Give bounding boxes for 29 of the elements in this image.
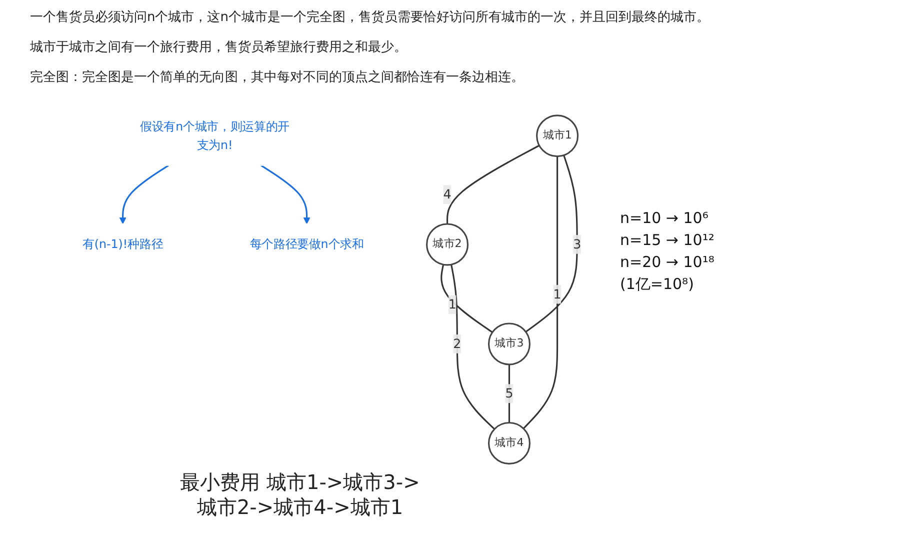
handwritten-note: n=15 → 10¹² bbox=[620, 231, 714, 249]
connector bbox=[446, 144, 540, 224]
edge-label: 4 bbox=[443, 186, 452, 202]
handwritten-note: (1亿=10⁸) bbox=[620, 275, 695, 294]
arrow bbox=[119, 164, 169, 224]
edge-label: 5 bbox=[505, 386, 514, 401]
paragraph: 城市于城市之间有一个旅行费用，售货员希望旅行费用之和最少。 bbox=[30, 39, 408, 56]
arrow bbox=[260, 164, 310, 224]
node-text: 假设有n个城市，则运算的开支为n! bbox=[140, 120, 290, 152]
node-circle: 城市3 bbox=[488, 322, 530, 366]
node-text: 每个路径要做n个求和 bbox=[250, 237, 364, 252]
paragraph: 一个售货员必须访问n个城市，这n个城市是一个完全图，售货员需要恰好访问所有城市的一次，并且回到最终的城市。 bbox=[30, 9, 710, 26]
connector bbox=[440, 264, 493, 333]
node-circle: 城市2 bbox=[426, 223, 469, 266]
handwritten-note: n=20 → 10¹⁸ bbox=[620, 253, 714, 271]
caption: 最小费用 城市1->城市3->城市2->城市4->城市1 bbox=[180, 470, 420, 520]
node-circle: 城市4 bbox=[488, 422, 530, 464]
connector bbox=[508, 364, 510, 423]
node-text: 有(n-1)!种路径 bbox=[82, 237, 164, 252]
edge-label: 2 bbox=[453, 336, 462, 352]
node-circle: 城市1 bbox=[536, 114, 579, 158]
connector bbox=[450, 264, 495, 430]
connector bbox=[522, 156, 558, 430]
handwritten-note: n=10 → 10⁶ bbox=[620, 209, 710, 227]
edge-label: 3 bbox=[573, 236, 582, 252]
connector bbox=[525, 155, 578, 333]
edge-label: 1 bbox=[553, 286, 562, 302]
edge-label: 1 bbox=[448, 296, 456, 312]
paragraph: 完全图：完全图是一个简单的无向图，其中每对不同的顶点之间都恰连有一条边相连。 bbox=[30, 69, 525, 86]
